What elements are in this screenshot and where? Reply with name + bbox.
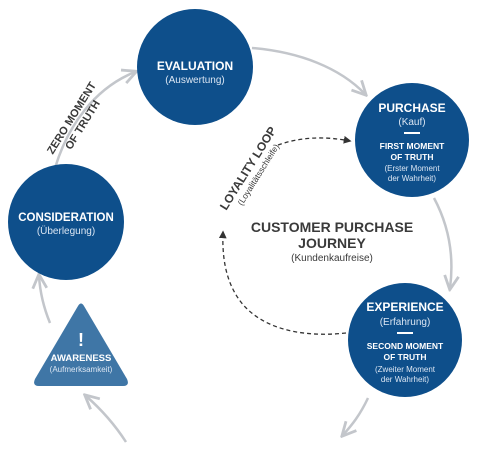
center-subtitle: (Kundenkaufreise)	[291, 253, 373, 264]
experience-divider	[397, 332, 413, 334]
purchase-moment-sub1: (Erster Moment	[384, 164, 440, 173]
center-title-line1: CUSTOMER PURCHASE	[251, 219, 413, 235]
node-consideration: CONSIDERATION (Überlegung)	[8, 164, 124, 280]
experience-moment-line1: SECOND MOMENT	[367, 341, 444, 351]
purchase-moment-line2: OF TRUTH	[391, 152, 434, 162]
purchase-moment-line1: FIRST MOMENT	[380, 141, 445, 151]
arrow-experience-out	[343, 397, 370, 435]
arrow-evaluation-to-purchase	[251, 46, 365, 94]
consideration-subtitle: (Überlegung)	[37, 225, 95, 237]
experience-moment-line2: OF TRUTH	[384, 352, 427, 362]
center-title-line2: JOURNEY	[298, 235, 366, 251]
node-experience: EXPERIENCE (Erfahrung) SECOND MOMENT OF …	[348, 283, 462, 397]
purchase-subtitle: (Kauf)	[398, 117, 425, 128]
arrow-purchase-to-experience	[432, 197, 451, 288]
arrow-consideration-to-evaluation	[53, 72, 135, 169]
arrow-incoming-to-awareness	[86, 396, 128, 443]
awareness-title: AWARENESS	[51, 353, 112, 364]
loyalty-loop-arrow-top	[277, 135, 352, 146]
purchase-moment-sub2: der Wahrheit)	[388, 174, 437, 183]
node-evaluation: EVALUATION (Auswertung)	[137, 9, 253, 125]
loyalty-loop-arrow-bottom	[218, 230, 347, 335]
purchase-title: PURCHASE	[378, 101, 445, 115]
awareness-triangle	[34, 303, 128, 386]
consideration-title: CONSIDERATION	[18, 212, 114, 224]
experience-moment-sub2: der Wahrheit)	[381, 375, 430, 384]
node-awareness: ! AWARENESS (Aufmerksamkeit)	[34, 303, 128, 386]
awareness-mark: !	[78, 330, 84, 350]
evaluation-title: EVALUATION	[157, 59, 233, 73]
awareness-subtitle: (Aufmerksamkeit)	[50, 365, 113, 374]
arrow-awareness-to-consideration	[39, 276, 52, 324]
evaluation-subtitle: (Auswertung)	[165, 75, 224, 86]
experience-moment-sub1: (Zweiter Moment	[375, 365, 436, 374]
purchase-divider	[404, 132, 420, 134]
experience-title: EXPERIENCE	[366, 300, 443, 314]
experience-subtitle: (Erfahrung)	[380, 317, 431, 328]
node-purchase: PURCHASE (Kauf) FIRST MOMENT OF TRUTH (E…	[355, 83, 469, 197]
